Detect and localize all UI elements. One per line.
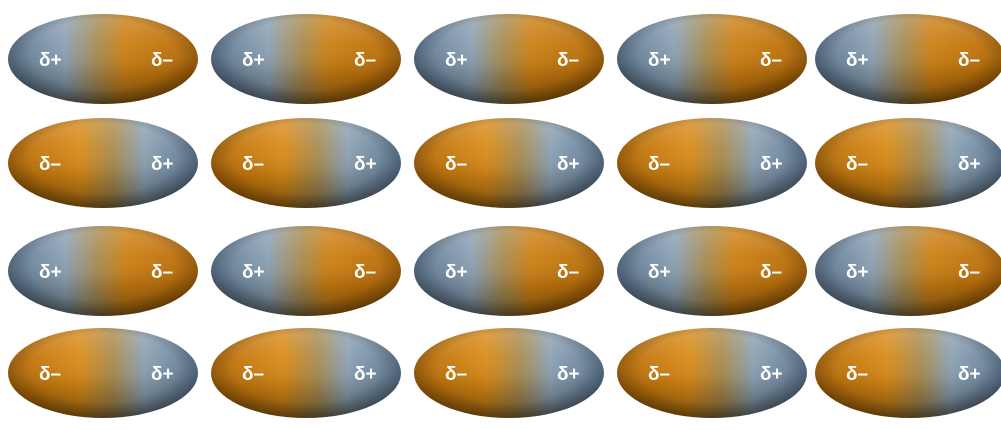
partial-positive-label: δ+ [151, 364, 174, 385]
partial-positive-label: δ+ [557, 154, 580, 175]
partial-positive-label: δ+ [354, 364, 377, 385]
partial-positive-label: δ+ [846, 50, 869, 71]
partial-negative-label: δ– [648, 154, 670, 175]
partial-negative-label: δ– [846, 364, 868, 385]
partial-positive-label: δ+ [760, 364, 783, 385]
partial-negative-label: δ– [445, 364, 467, 385]
partial-positive-label: δ+ [39, 50, 62, 71]
partial-positive-label: δ+ [846, 262, 869, 283]
partial-positive-label: δ+ [445, 50, 468, 71]
partial-negative-label: δ– [445, 154, 467, 175]
partial-negative-label: δ– [958, 262, 980, 283]
partial-positive-label: δ+ [242, 262, 265, 283]
dipole-molecule: δ– δ+ [617, 328, 807, 418]
dipole-molecule: δ– δ+ [414, 328, 604, 418]
dipole-molecule: δ– δ+ [815, 118, 1001, 208]
partial-positive-label: δ+ [242, 50, 265, 71]
dipole-molecule: δ+ δ– [211, 226, 401, 316]
dipole-molecule: δ– δ+ [617, 118, 807, 208]
dipole-molecule: δ+ δ– [815, 226, 1001, 316]
dipole-molecule: δ– δ+ [815, 328, 1001, 418]
partial-positive-label: δ+ [354, 154, 377, 175]
partial-negative-label: δ– [242, 154, 264, 175]
partial-positive-label: δ+ [958, 364, 981, 385]
partial-negative-label: δ– [958, 50, 980, 71]
partial-negative-label: δ– [846, 154, 868, 175]
dipole-molecule: δ– δ+ [211, 328, 401, 418]
dipole-molecule: δ+ δ– [414, 14, 604, 104]
partial-positive-label: δ+ [557, 364, 580, 385]
partial-positive-label: δ+ [39, 262, 62, 283]
partial-positive-label: δ+ [958, 154, 981, 175]
dipole-molecule: δ+ δ– [211, 14, 401, 104]
partial-negative-label: δ– [39, 154, 61, 175]
dipole-molecule: δ+ δ– [8, 14, 198, 104]
dipole-molecule: δ+ δ– [815, 14, 1001, 104]
partial-negative-label: δ– [760, 50, 782, 71]
dipole-molecule: δ– δ+ [8, 328, 198, 418]
partial-negative-label: δ– [151, 262, 173, 283]
partial-positive-label: δ+ [151, 154, 174, 175]
partial-negative-label: δ– [354, 50, 376, 71]
dipole-molecule: δ+ δ– [8, 226, 198, 316]
dipole-molecule: δ– δ+ [211, 118, 401, 208]
dipole-molecule: δ– δ+ [414, 118, 604, 208]
partial-positive-label: δ+ [760, 154, 783, 175]
partial-negative-label: δ– [354, 262, 376, 283]
dipole-molecule: δ+ δ– [617, 226, 807, 316]
partial-negative-label: δ– [242, 364, 264, 385]
partial-negative-label: δ– [760, 262, 782, 283]
partial-positive-label: δ+ [445, 262, 468, 283]
dipole-molecule: δ– δ+ [8, 118, 198, 208]
dipole-molecule: δ+ δ– [617, 14, 807, 104]
dipole-molecule: δ+ δ– [414, 226, 604, 316]
partial-negative-label: δ– [39, 364, 61, 385]
partial-negative-label: δ– [557, 50, 579, 71]
partial-negative-label: δ– [648, 364, 670, 385]
partial-negative-label: δ– [151, 50, 173, 71]
partial-positive-label: δ+ [648, 262, 671, 283]
partial-positive-label: δ+ [648, 50, 671, 71]
partial-negative-label: δ– [557, 262, 579, 283]
